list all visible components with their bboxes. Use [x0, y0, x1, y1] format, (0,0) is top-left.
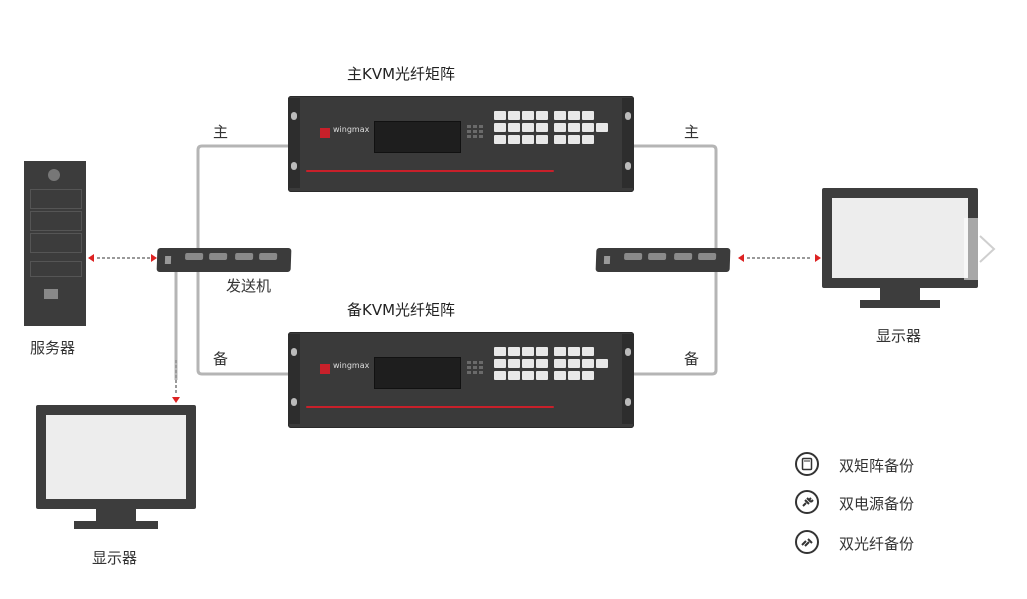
monitor-neck	[96, 509, 136, 523]
rack-ear-right	[622, 98, 634, 188]
monitor-foot	[74, 521, 158, 529]
brand-label: wingmax	[333, 125, 370, 134]
cable-main-right	[634, 144, 718, 248]
monitor-screen	[36, 405, 196, 509]
matrix-icon	[795, 452, 819, 476]
wingmax-logo-icon	[320, 128, 330, 138]
legend-label: 双电源备份	[839, 495, 915, 513]
keypad	[494, 111, 608, 155]
arrow-right-tx	[151, 254, 157, 262]
brand-label: wingmax	[333, 361, 370, 370]
backup-matrix-title: 备KVM光纤矩阵	[347, 301, 456, 319]
transmitter-label: 发送机	[226, 277, 272, 295]
accent-stripe	[306, 406, 554, 408]
lcd-display	[374, 357, 461, 389]
rack-ear-right	[622, 334, 634, 424]
cable-backup-left	[196, 270, 288, 376]
cable-backup-right	[634, 270, 718, 376]
arrow-left-server	[88, 254, 94, 262]
monitor-right-label: 显示器	[876, 327, 922, 345]
lcd-display	[374, 121, 461, 153]
keypad	[494, 347, 608, 391]
arrow-right-monitor	[815, 254, 821, 262]
link-label-main-right: 主	[684, 123, 700, 141]
backup-kvm-matrix: wingmax	[288, 332, 634, 428]
receiver-box	[595, 248, 731, 272]
transmitter-box	[156, 248, 292, 272]
power-button-icon	[48, 169, 60, 181]
link-label-main-left: 主	[213, 123, 229, 141]
accent-stripe	[306, 170, 554, 172]
nav-pad	[466, 360, 484, 382]
main-matrix-title: 主KVM光纤矩阵	[347, 65, 456, 83]
wingmax-logo-icon	[320, 364, 330, 374]
power-plug-icon	[795, 490, 819, 514]
cable-main-left	[196, 144, 288, 248]
link-label-backup-left: 备	[213, 350, 229, 368]
arrow-down-monitor	[172, 397, 180, 403]
legend-label: 双光纤备份	[839, 535, 915, 553]
server-tower	[24, 161, 86, 326]
nav-pad	[466, 124, 484, 146]
chevron-right-icon	[979, 235, 996, 263]
monitor-screen	[822, 188, 978, 288]
monitor-right	[822, 188, 978, 322]
main-kvm-matrix: wingmax	[288, 96, 634, 192]
monitor-neck	[880, 288, 920, 302]
rack-ear-left	[288, 98, 300, 188]
link-label-backup-right: 备	[684, 350, 700, 368]
fiber-icon	[795, 530, 819, 554]
monitor-bottom-label: 显示器	[92, 549, 138, 567]
server-label: 服务器	[30, 339, 76, 357]
next-slide-button[interactable]	[964, 218, 1004, 280]
monitor-foot	[860, 300, 940, 308]
rack-ear-left	[288, 334, 300, 424]
legend-label: 双矩阵备份	[839, 457, 915, 475]
arrow-left-rx	[738, 254, 744, 262]
monitor-bottom	[36, 405, 196, 543]
